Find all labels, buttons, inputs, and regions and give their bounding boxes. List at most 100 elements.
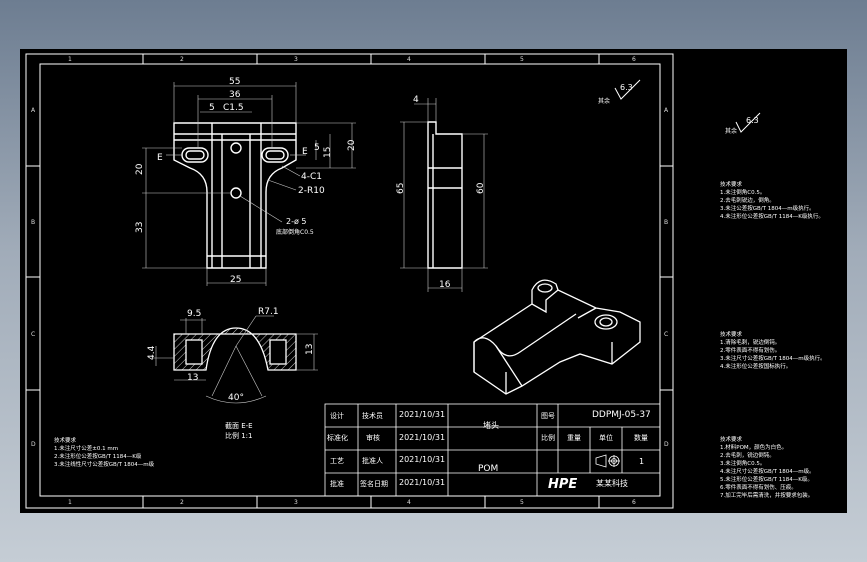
dim-4-4: 4.4: [147, 345, 157, 360]
dim-13-h: 13: [305, 344, 315, 355]
grid-col-label: 4: [407, 56, 411, 63]
notes-line: 1.未注倒角C0.5。: [720, 188, 765, 196]
title-block-grid: [324, 403, 661, 497]
tb-date: 2021/10/31: [399, 455, 445, 464]
tb-date: 2021/10/31: [399, 433, 445, 442]
dim-60: 60: [476, 182, 486, 194]
notes-line: 2.去毛刺锐边，倒角。: [720, 196, 775, 204]
notes-line: 技术要求: [720, 330, 743, 338]
grid-row-label: D: [664, 441, 669, 448]
dim-hole: 2-ø 5: [286, 217, 307, 226]
grid-labels: 1 2 3 4 5 6 1 2 3 4 5 6 A B C D A B C D: [31, 56, 669, 506]
dim-4c1: 4-C1: [301, 172, 322, 182]
dim-36: 36: [229, 90, 241, 100]
grid-row-label: C: [664, 331, 668, 338]
tb-header: 重量: [567, 434, 581, 442]
dim-c15: C1.5: [223, 103, 244, 113]
section-view[interactable]: 9.5 R7.1 4.4 13 13 40° 截面 E-E 比例 1:1: [147, 307, 318, 440]
notes-line: 2.零件表面不得有划伤。: [720, 346, 780, 354]
part-name: 堵头: [483, 420, 499, 430]
dim-hole-note: 底部倒角C0.5: [276, 228, 314, 236]
section-scale: 比例 1:1: [225, 431, 253, 440]
drawing-number: DDPMJ-05-37: [592, 410, 651, 420]
section-dims: [152, 315, 318, 404]
dim-55: 55: [229, 77, 240, 87]
tb-header: 单位: [599, 433, 613, 442]
notes-line: 4.未注形位公差按GB/T 1184—K级执行。: [720, 212, 824, 220]
front-view-dim-labels: 55 36 5 C1.5 E E 5 15 20 20 33 25 4-C1 2…: [135, 77, 357, 285]
grid-row-label: A: [664, 107, 669, 114]
grid-col-label: 3: [294, 499, 298, 506]
tb-cell: 技术员: [362, 411, 383, 420]
front-view-outline: [173, 122, 297, 269]
dim-5: 5: [209, 103, 215, 113]
dim-5b: 5: [314, 143, 320, 153]
side-view-dim-labels: 4 65 60 16: [396, 95, 486, 290]
dim-33: 33: [135, 222, 145, 233]
notes-line: 2.去毛刺，锐边倒钝。: [720, 451, 775, 459]
notes-line: 1.清除毛刺，锐边倒钝。: [720, 338, 780, 346]
dim-4: 4: [413, 95, 419, 105]
title-block[interactable]: 设计 技术员 2021/10/31 标准化 审核 2021/10/31 工艺 批…: [324, 403, 661, 497]
dim-angle: 40°: [228, 393, 244, 403]
right-notes-panel: 6.3 其余 技术要求 1.未注倒角C0.5。 2.去毛刺锐边，倒角。 3.未注…: [720, 112, 826, 499]
roughness-label: 其余: [725, 127, 737, 135]
notes-line: 5.未注形位公差按GB/T 1184—K级。: [720, 475, 813, 483]
dim-16: 16: [439, 280, 451, 290]
tb-cell: 审核: [366, 433, 380, 442]
grid-col-label: 1: [68, 499, 72, 506]
dim-r7: R7.1: [258, 307, 279, 317]
roughness-value: 6.3: [620, 83, 633, 92]
front-view-dims: [142, 82, 356, 286]
grid-col-label: 6: [632, 56, 636, 63]
tb-cell: 标准化: [327, 433, 348, 442]
projection-symbol-icon: [595, 454, 620, 468]
dim-13-w: 13: [187, 373, 198, 383]
grid-row-label: D: [31, 441, 36, 448]
company-logo: HPE: [548, 477, 577, 492]
tb-cell: 签名日期: [360, 479, 388, 488]
notes-line: 技术要求: [720, 180, 743, 188]
drawing-no-label: 图号: [541, 412, 555, 420]
grid-row-label: B: [31, 219, 35, 226]
grid-row-label: B: [664, 219, 668, 226]
section-body: [173, 327, 297, 371]
section-mark-e: E: [157, 153, 163, 163]
dim-25: 25: [230, 275, 241, 285]
notes-line: 2.未注形位公差按GB/T 1184—K级: [54, 452, 142, 460]
notes-line: 技术要求: [720, 435, 743, 443]
notes-line: 3.未注倒角C0.5。: [720, 459, 765, 467]
front-view[interactable]: 55 36 5 C1.5 E E 5 15 20 20 33 25 4-C1 2…: [135, 77, 357, 286]
section-mark-e: E: [302, 147, 308, 157]
grid-col-label: 2: [180, 499, 184, 506]
section-dim-labels: 9.5 R7.1 4.4 13 13 40° 截面 E-E 比例 1:1: [147, 307, 315, 440]
notes-line: 4.未注形位公差按国标执行。: [720, 362, 791, 370]
roughness-symbol: 6.3 其余: [598, 79, 641, 105]
side-view[interactable]: 4 65 60 16: [396, 95, 488, 292]
dim-15: 15: [323, 147, 333, 158]
grid-col-label: 2: [180, 56, 184, 63]
tb-header: 数量: [634, 433, 648, 442]
quantity: 1: [639, 457, 644, 466]
technical-notes: 技术要求 1.未注尺寸公差±0.1 mm 2.未注形位公差按GB/T 1184—…: [54, 436, 155, 468]
company-name: 某某科技: [596, 478, 628, 488]
notes-line: 3.未注尺寸公差按GB/T 1804—m级执行。: [720, 354, 826, 362]
grid-col-label: 6: [632, 499, 636, 506]
notes-line: 7.加工完毕后需清洗，并按要求包装。: [720, 491, 813, 499]
grid-col-label: 4: [407, 499, 411, 506]
tb-date: 2021/10/31: [399, 478, 445, 487]
notes-line: 1.材料POM，颜色为白色。: [720, 443, 787, 451]
grid-row-label: C: [31, 331, 35, 338]
isometric-view[interactable]: [473, 279, 641, 395]
notes-line: 4.未注尺寸公差按GB/T 1804—m级。: [720, 467, 815, 475]
grid-col-label: 5: [520, 56, 524, 63]
dim-20-left: 20: [135, 163, 145, 175]
notes-line: 3.未注公差按GB/T 1804—m级执行。: [720, 204, 815, 212]
title-block-text: 设计 技术员 2021/10/31 标准化 审核 2021/10/31 工艺 批…: [327, 410, 651, 492]
grid-col-label: 5: [520, 499, 524, 506]
grid-col-label: 1: [68, 56, 72, 63]
side-view-dims: [400, 98, 488, 292]
tb-cell: 设计: [330, 411, 344, 420]
notes-line: 技术要求: [54, 436, 77, 444]
